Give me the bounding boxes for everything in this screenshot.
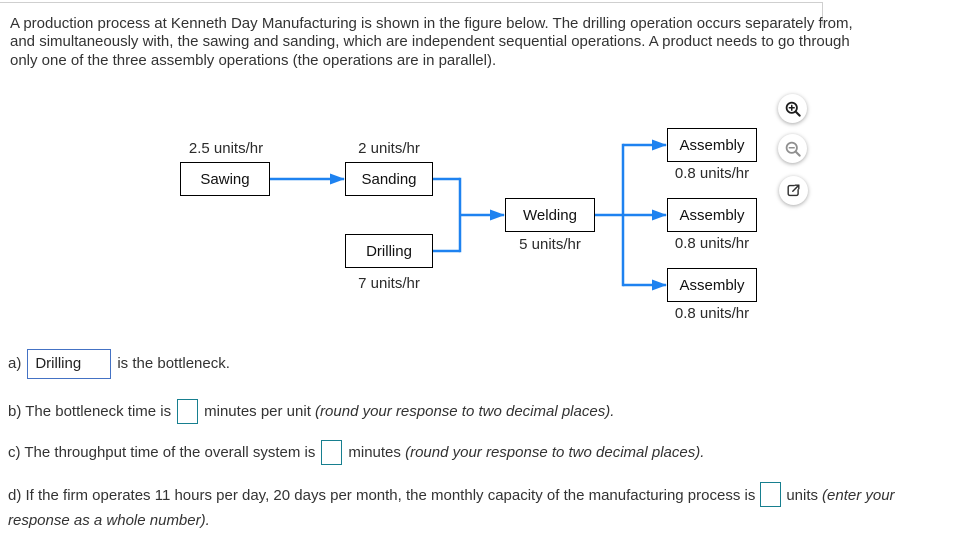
process-box-welding: Welding: [505, 198, 595, 232]
rate-label-welding: 5 units/hr: [519, 236, 581, 253]
question-d-text: d) If the firm operates 11 hours per day…: [8, 487, 756, 504]
process-box-assembly-2: Assembly: [667, 198, 757, 232]
bottleneck-answer-value: Drilling: [35, 355, 82, 372]
rate-label-drilling: 7 units/hr: [358, 275, 420, 292]
question-d-note: (enter your response as a whole number).: [8, 487, 895, 529]
question-b: b) The bottleneck time is minutes per un…: [8, 398, 614, 424]
rate-label-sanding: 2 units/hr: [358, 140, 420, 157]
rate-label-sawing: 2.5 units/hr: [188, 140, 264, 157]
rate-label-assembly-2: 0.8 units/hr: [674, 235, 750, 252]
process-box-assembly-3: Assembly: [667, 268, 757, 302]
question-c: c) The throughput time of the overall sy…: [8, 439, 704, 465]
process-box-assembly-1: Assembly: [667, 128, 757, 162]
monthly-capacity-input[interactable]: [760, 482, 782, 507]
process-box-drilling: Drilling: [345, 234, 433, 268]
open-in-new-button[interactable]: [779, 176, 808, 205]
open-in-new-icon: [787, 184, 800, 197]
question-c-after: minutes: [348, 443, 401, 461]
intro-line: and simultaneously with, the sawing and …: [10, 33, 850, 51]
intro-line: only one of the three assembly operation…: [10, 51, 497, 69]
question-a-prefix: a): [8, 355, 22, 372]
question-d: d) If the firm operates 11 hours per day…: [8, 482, 950, 533]
process-box-sawing: Sawing: [180, 162, 270, 196]
zoom-in-icon: [785, 101, 801, 117]
question-c-note: (round your response to two decimal plac…: [405, 443, 705, 461]
rate-label-assembly-1: 0.8 units/hr: [674, 165, 750, 182]
rate-label-assembly-3: 0.8 units/hr: [674, 305, 750, 322]
zoom-out-icon: [785, 141, 801, 157]
question-c-text: c) The throughput time of the overall sy…: [8, 443, 316, 461]
question-d-after: units: [786, 487, 819, 504]
question-b-after: minutes per unit: [204, 402, 311, 420]
problem-statement: A production process at Kenneth Day Manu…: [10, 15, 950, 70]
question-b-text: b) The bottleneck time is: [8, 402, 172, 420]
top-divider: [0, 2, 822, 3]
question-a-suffix: is the bottleneck.: [117, 355, 230, 372]
zoom-out-button[interactable]: [778, 134, 807, 163]
intro-line: A production process at Kenneth Day Manu…: [10, 15, 853, 32]
question-a: a) Drilling is the bottleneck.: [8, 348, 230, 379]
bottleneck-time-input[interactable]: [177, 398, 199, 424]
question-b-note: (round your response to two decimal plac…: [315, 402, 615, 420]
bottleneck-answer-dropdown[interactable]: Drilling: [27, 348, 112, 379]
pane-divider: [822, 2, 823, 25]
throughput-time-input[interactable]: [321, 439, 343, 465]
zoom-in-button[interactable]: [778, 94, 807, 123]
process-box-sanding: Sanding: [345, 162, 433, 196]
